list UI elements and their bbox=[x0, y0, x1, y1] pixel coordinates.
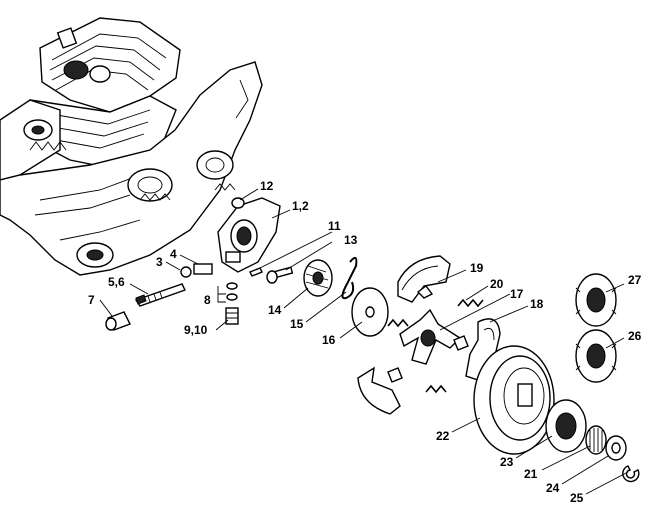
clutch-carrier-17 bbox=[399, 308, 462, 365]
callout-3: 3 bbox=[156, 255, 163, 269]
callout-24: 24 bbox=[546, 481, 560, 495]
adjusting-screw-9-10 bbox=[225, 307, 239, 325]
clutch-shoe-upper bbox=[397, 255, 451, 303]
callout-15: 15 bbox=[290, 317, 304, 331]
spur-sprocket-26 bbox=[575, 329, 617, 383]
spur-sprocket-27 bbox=[575, 273, 617, 327]
clutch-drum-22 bbox=[473, 345, 555, 455]
o-ring-8b bbox=[226, 293, 238, 301]
callout-16: 16 bbox=[322, 333, 336, 347]
callout-7: 7 bbox=[88, 293, 95, 307]
rim-sprocket-23 bbox=[545, 399, 587, 453]
callout-19: 19 bbox=[470, 261, 484, 275]
pump-shaft-5-6 bbox=[134, 283, 186, 307]
callout-8: 8 bbox=[204, 293, 211, 307]
callout-9-10: 9,10 bbox=[184, 323, 208, 337]
spring-20 bbox=[457, 298, 484, 308]
engine-housing bbox=[0, 17, 263, 276]
spring-lower bbox=[425, 384, 447, 394]
leader-lines bbox=[99, 188, 629, 495]
callout-14: 14 bbox=[268, 303, 282, 317]
spring-left bbox=[387, 318, 409, 328]
washer-16 bbox=[351, 287, 389, 337]
pin-11 bbox=[249, 267, 263, 277]
needle-bearing-21 bbox=[585, 425, 607, 455]
clutch-shoe-right-18 bbox=[453, 318, 501, 381]
sleeve-7 bbox=[105, 311, 131, 331]
callout-23: 23 bbox=[500, 455, 514, 469]
callout-21: 21 bbox=[524, 467, 538, 481]
callout-25: 25 bbox=[570, 491, 584, 505]
callout-12: 12 bbox=[260, 179, 274, 193]
callout-26: 26 bbox=[628, 329, 642, 343]
clutch-shoe-lower bbox=[357, 366, 403, 415]
spring-4 bbox=[193, 263, 213, 275]
oil-pump-housing bbox=[217, 197, 281, 273]
screw-13 bbox=[266, 266, 294, 284]
ring-3 bbox=[180, 266, 192, 278]
callout-18: 18 bbox=[530, 297, 544, 311]
callout-11: 11 bbox=[328, 219, 341, 233]
callout-17: 17 bbox=[510, 287, 524, 301]
callout-5-6: 5,6 bbox=[108, 275, 125, 289]
callout-22: 22 bbox=[436, 429, 450, 443]
callout-13: 13 bbox=[344, 233, 358, 247]
callout-27: 27 bbox=[628, 273, 642, 287]
spring-wire-15 bbox=[341, 256, 358, 300]
washer-24-hole bbox=[611, 442, 621, 454]
plug-12 bbox=[231, 197, 245, 209]
callout-1-2: 1,2 bbox=[292, 199, 309, 213]
worm-gear-14 bbox=[303, 259, 333, 297]
o-ring-8a bbox=[226, 282, 238, 290]
callout-20: 20 bbox=[490, 277, 504, 291]
callout-labels: 12 1,2 11 13 4 3 5,6 7 8 9,10 14 15 16 1… bbox=[88, 179, 642, 505]
callout-4: 4 bbox=[170, 247, 177, 261]
